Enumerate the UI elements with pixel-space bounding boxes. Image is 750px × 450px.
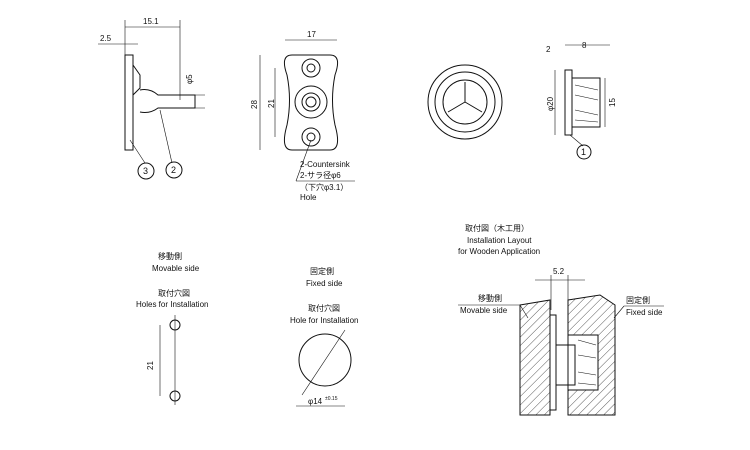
install-title-en1: Installation Layout <box>467 236 532 245</box>
fixed-title-jp: 固定側 <box>310 266 334 276</box>
fixed-title-en: Fixed side <box>306 279 343 288</box>
install-title-en2: for Wooden Application <box>458 247 540 256</box>
receiver-front-view <box>427 64 503 140</box>
dim-gap: 5.2 <box>553 267 565 276</box>
install-title-jp: 取付図（木工用） <box>465 223 529 233</box>
movable-title-jp: 移動側 <box>158 251 182 261</box>
dim-flange-thickness: 2.5 <box>100 34 112 43</box>
side-view: 15.1 2.5 φ5 3 2 <box>98 17 205 180</box>
install-fixed-en: Fixed side <box>626 308 663 317</box>
callout-2 <box>165 161 183 179</box>
install-movable-en: Movable side <box>460 306 508 315</box>
dim-width: 17 <box>307 30 316 39</box>
movable-sub-en: Holes for Installation <box>136 300 208 309</box>
front-view: 17 28 21 2-Countersink 2-サラ径φ6 （下穴φ3.1） … <box>250 30 355 202</box>
dim-hole-diameter: φ14 <box>308 397 323 406</box>
dim-overall-length: 15.1 <box>143 17 159 26</box>
movable-wood-section <box>519 299 551 416</box>
tolerance: ±0.15 <box>325 396 338 402</box>
installation-layout: 取付図（木工用） Installation Layout for Wooden … <box>458 223 664 416</box>
dim-pin-diameter: φ5 <box>185 74 194 84</box>
dim-length: 8 <box>582 41 587 50</box>
callout-1 <box>576 144 592 160</box>
note-countersink-jp: 2-サラ径φ6 <box>300 170 341 180</box>
callout-3-label: 3 <box>143 166 148 176</box>
callout-2-label: 2 <box>171 165 176 175</box>
dim-hole-pitch: 21 <box>267 99 276 108</box>
fixed-sub-en: Hole for Installation <box>290 316 358 325</box>
note-pilot-hole: （下穴φ3.1） <box>300 182 348 192</box>
receiver-side-view: 2 8 φ20 15 1 <box>546 41 617 160</box>
note-hole: Hole <box>300 193 317 202</box>
movable-title-en: Movable side <box>152 264 200 273</box>
dim-height: 15 <box>608 98 617 107</box>
fixed-side-hole: 固定側 Fixed side 取付穴図 Hole for Installatio… <box>290 266 358 407</box>
dim-flange: 2 <box>546 45 551 54</box>
install-fixed-jp: 固定側 <box>626 295 650 305</box>
movable-sub-jp: 取付穴図 <box>158 288 190 298</box>
install-movable-jp: 移動側 <box>478 293 502 303</box>
movable-side-holes: 移動側 Movable side 取付穴図 Holes for Installa… <box>136 251 208 405</box>
dim-diameter: φ20 <box>546 96 555 111</box>
callout-1-label: 1 <box>581 147 586 157</box>
note-countersink-en: 2-Countersink <box>300 160 351 169</box>
callout-3 <box>137 162 155 180</box>
fixed-sub-jp: 取付穴図 <box>308 303 340 313</box>
dim-height: 28 <box>250 100 259 109</box>
dim-hole-pitch: 21 <box>146 361 155 370</box>
